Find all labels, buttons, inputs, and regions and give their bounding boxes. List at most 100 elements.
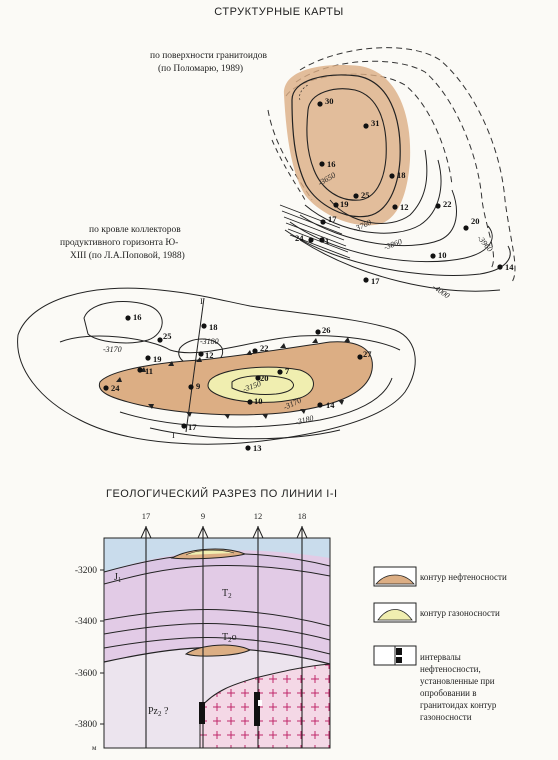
legend-item-intervals: интервалы нефтеносности, установленные п… <box>373 645 497 722</box>
map-bottom-caption-3: XIII (по Л.А.Поповой, 1988) <box>70 250 185 261</box>
layer-label-t2o: T2о <box>222 632 237 644</box>
line-mark-start: I <box>200 296 203 306</box>
svg-text:интервалы: интервалы <box>420 652 461 662</box>
well-marker: 13 <box>245 443 262 453</box>
map-bottom-caption-2: продуктивного горизонта Ю- <box>60 238 178 248</box>
map-bottom-caption-1: по кровле коллекторов <box>89 225 181 235</box>
svg-text:24: 24 <box>295 233 304 243</box>
svg-text:17: 17 <box>188 422 197 432</box>
section-well-label: 17 <box>142 511 151 521</box>
well-marker: 30 <box>317 96 334 107</box>
svg-text:16: 16 <box>133 312 142 322</box>
well-marker: 7 <box>277 366 290 376</box>
depth-tick-label: -3200 <box>75 566 97 576</box>
svg-text:20: 20 <box>471 216 480 226</box>
isoline-label: -3170 <box>103 345 122 354</box>
isoline-label: -4000 <box>431 282 451 300</box>
well-marker: 11 <box>137 366 153 376</box>
svg-text:9: 9 <box>196 381 200 391</box>
maps-title: СТРУКТУРНЫЕ КАРТЫ <box>214 6 343 18</box>
svg-text:12: 12 <box>205 350 214 360</box>
map-top-caption-2: (по Поломарю, 1989) <box>158 63 243 74</box>
well-marker: 16 <box>319 159 336 169</box>
layer-label-pz2: Pz2 ? <box>148 706 169 718</box>
well-marker: 19 <box>145 354 162 364</box>
map-granitoid-surface: по поверхности гранитоидов (по Поломарю,… <box>150 47 516 300</box>
svg-text:7: 7 <box>285 366 290 376</box>
svg-text:гранитоидах контур: гранитоидах контур <box>420 700 497 710</box>
well-marker: 14 <box>497 262 514 272</box>
svg-text:22: 22 <box>260 343 269 353</box>
well-marker: 1 <box>319 236 329 246</box>
well-marker: 14 <box>317 400 335 410</box>
map-top-caption-1: по поверхности гранитоидов <box>150 51 268 61</box>
well-marker: 24 <box>295 233 314 243</box>
well-marker: 18 <box>389 170 406 180</box>
svg-text:14: 14 <box>505 262 514 272</box>
svg-text:10: 10 <box>438 250 447 260</box>
svg-text:22: 22 <box>443 199 452 209</box>
isoline-label: -3180 <box>294 413 314 427</box>
svg-text:30: 30 <box>325 96 334 106</box>
well-marker: 10 <box>247 396 263 406</box>
svg-text:16: 16 <box>327 159 336 169</box>
well-marker: 16 <box>125 312 142 322</box>
svg-text:19: 19 <box>340 199 349 209</box>
isoline-label: -3960 <box>475 234 494 254</box>
well-marker: 20 <box>463 216 480 231</box>
depth-unit: м <box>92 744 97 752</box>
well-marker: 31 <box>363 118 380 129</box>
depth-tick-label: -3600 <box>75 669 97 679</box>
svg-text:1: 1 <box>325 236 329 246</box>
svg-text:19: 19 <box>153 354 162 364</box>
svg-text:14: 14 <box>326 400 335 410</box>
svg-text:25: 25 <box>361 190 370 200</box>
section-well-label: 12 <box>254 511 263 521</box>
svg-text:25: 25 <box>163 331 172 341</box>
legend-item-gas: контур газоносности <box>373 602 500 623</box>
well-marker: 27 <box>357 349 372 360</box>
well-marker: 25 <box>353 190 370 200</box>
svg-text:27: 27 <box>363 349 372 359</box>
well-marker: 25 <box>157 331 172 343</box>
svg-text:24: 24 <box>111 383 120 393</box>
well-marker: 22 <box>252 343 269 354</box>
well-marker: 17 <box>181 422 197 432</box>
well-marker: 9 <box>188 381 200 391</box>
map-reservoir-top: по кровле коллекторов продуктивного гори… <box>17 225 416 453</box>
well-marker: 10 <box>430 250 447 260</box>
well-marker: 19 <box>333 199 349 209</box>
section-title: ГЕОЛОГИЧЕСКИЙ РАЗРЕЗ ПО ЛИНИИ I-I <box>106 487 338 500</box>
svg-text:контур нефтеносности: контур нефтеносности <box>420 572 507 582</box>
svg-text:12: 12 <box>400 202 409 212</box>
well-marker: 12 <box>392 202 409 212</box>
svg-text:контур газоносности: контур газоносности <box>420 608 500 618</box>
layer-label-j: J1 <box>114 572 122 584</box>
svg-text:20: 20 <box>260 373 269 383</box>
depth-tick-label: -3400 <box>75 617 97 627</box>
svg-text:31: 31 <box>371 118 380 128</box>
section-well-label: 18 <box>298 511 307 521</box>
well-marker: 26 <box>315 325 331 335</box>
geological-section: 17 9 12 18 <box>75 511 331 752</box>
svg-text:18: 18 <box>209 322 218 332</box>
legend: контур нефтеносности контур газоносности… <box>373 566 507 722</box>
layer-label-t2: T2 <box>222 588 232 600</box>
svg-text:17: 17 <box>371 276 380 286</box>
section-well-label: 9 <box>201 511 205 521</box>
svg-text:26: 26 <box>322 325 331 335</box>
svg-text:нефтеносности,: нефтеносности, <box>420 664 481 674</box>
svg-text:газоносности: газоносности <box>420 712 472 722</box>
isoline-label: -3180 <box>200 337 219 346</box>
well-marker: 17 <box>363 276 380 286</box>
svg-text:11: 11 <box>145 366 153 376</box>
line-mark-end: I <box>172 430 175 440</box>
svg-text:13: 13 <box>253 443 262 453</box>
well-marker: 20 <box>255 373 269 383</box>
legend-item-oil: контур нефтеносности <box>373 566 507 587</box>
well-marker: 12 <box>198 350 214 360</box>
depth-tick-label: -3800 <box>75 720 97 730</box>
well-marker: 18 <box>201 322 218 332</box>
svg-text:опробовании в: опробовании в <box>420 688 476 698</box>
